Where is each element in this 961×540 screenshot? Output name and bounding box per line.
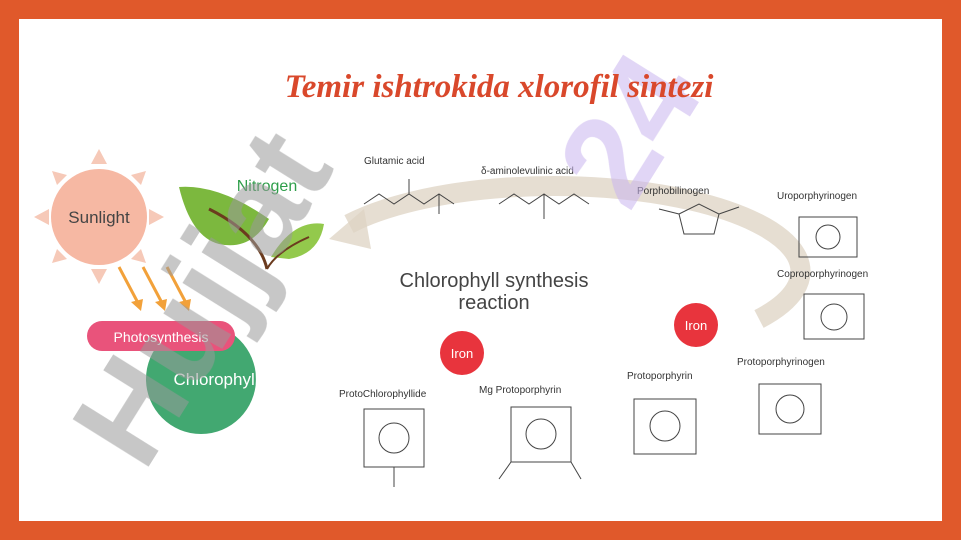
leaf-icon xyxy=(179,186,324,270)
iron-badge-right xyxy=(674,303,718,347)
sunlight-label: Sunlight xyxy=(68,208,130,227)
iron-label-left: Iron xyxy=(451,346,473,361)
reaction-title-line2: reaction xyxy=(458,292,529,314)
slide-title: Temir ishtrokida xlorofil sintezi xyxy=(284,69,714,105)
sun-icon xyxy=(34,149,164,284)
molecule-structures xyxy=(363,179,865,487)
reaction-title-line1: Chlorophyll synthesis xyxy=(400,270,589,292)
compound-protochlorophyllide: ProtoChlorophyllide xyxy=(339,389,427,400)
compound-coproporphyrinogen: Coproporphyrinogen xyxy=(777,269,868,280)
nitrogen-label: Nitrogen xyxy=(237,178,297,195)
compound-glutamic-acid: Glutamic acid xyxy=(364,156,425,167)
compound-protoporphyrin: Protoporphyrin xyxy=(627,371,693,382)
chlorophyll-label: Chlorophyll xyxy=(173,370,258,389)
photosynthesis-pill xyxy=(87,321,235,351)
sunlight-arrows xyxy=(117,266,191,311)
iron-label-right: Iron xyxy=(685,318,707,333)
photosynthesis-label: Photosynthesis xyxy=(114,329,209,345)
compound-protoporphyrinogen: Protoporphyrinogen xyxy=(737,357,825,368)
compound-mg-protoporphyrin: Mg Protoporphyrin xyxy=(479,385,561,396)
compound-aminolevulinic-acid: δ-aminolevulinic acid xyxy=(481,166,574,177)
slide: Sunlight Nitrogen Photosynthesis Chlorop… xyxy=(19,19,942,521)
compound-porphobilinogen: Porphobilinogen xyxy=(637,186,709,197)
watermark-primary: Hujjat xyxy=(44,105,359,489)
chlorophyll-synthesis-diagram: Sunlight Nitrogen Photosynthesis Chlorop… xyxy=(34,29,868,489)
cycle-arrow xyxy=(329,176,811,328)
compound-uroporphyrinogen: Uroporphyrinogen xyxy=(777,191,857,202)
iron-badge-left xyxy=(440,331,484,375)
chlorophyll-circle xyxy=(146,324,256,434)
